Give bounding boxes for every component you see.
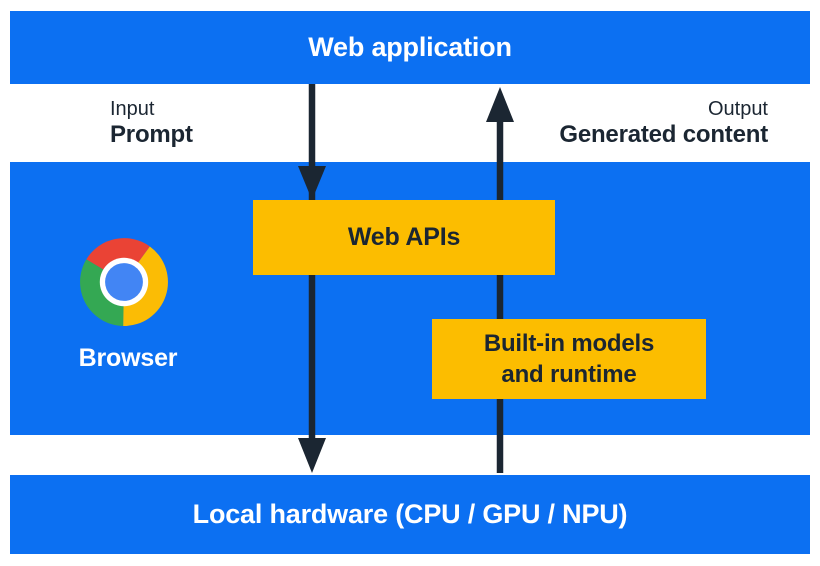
local-hardware-band: Local hardware (CPU / GPU / NPU) <box>10 475 810 554</box>
builtin-models-line2: and runtime <box>501 361 637 388</box>
output-caption: Output <box>707 98 768 120</box>
output-generated-label: Output Generated content <box>559 97 768 148</box>
chrome-logo-icon <box>80 238 168 326</box>
local-hardware-label: Local hardware (CPU / GPU / NPU) <box>192 499 628 529</box>
browser-label: Browser <box>78 344 178 372</box>
builtin-models-box: Built-in models and runtime <box>432 319 706 399</box>
input-caption: Input <box>110 98 155 120</box>
web-apis-box: Web APIs <box>253 200 555 275</box>
web-apis-label: Web APIs <box>347 223 461 251</box>
builtin-models-line1: Built-in models <box>483 330 655 357</box>
input-value: Prompt <box>110 121 193 148</box>
web-application-band: Web application <box>10 11 810 84</box>
web-application-label: Web application <box>308 32 512 62</box>
input-prompt-label: Input Prompt <box>110 97 193 148</box>
output-value: Generated content <box>559 121 768 148</box>
